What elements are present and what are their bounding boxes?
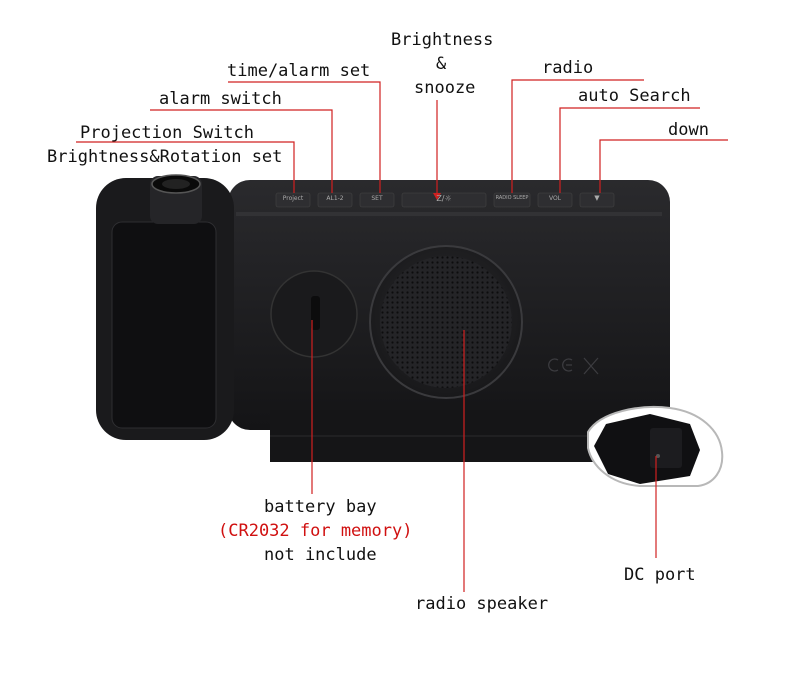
button-label-project: Project — [282, 195, 304, 202]
label-brightness-rotation: Brightness&Rotation set — [47, 147, 283, 167]
label-brightness: Brightness — [391, 30, 494, 50]
label-dc-port: DC port — [624, 565, 696, 585]
label-battery-note: (CR2032 for memory) — [218, 521, 413, 541]
button-label-vol: VOL — [548, 195, 562, 202]
dc-port-inset — [587, 406, 724, 487]
label-auto-search: auto Search — [578, 86, 691, 106]
button-label-set: SET — [371, 195, 383, 202]
label-snooze: snooze — [414, 78, 476, 98]
label-alarm-switch: alarm switch — [159, 89, 282, 109]
label-projection-switch: Projection Switch — [80, 123, 254, 143]
label-time-alarm-set: time/alarm set — [227, 61, 371, 81]
button-strip — [275, 192, 615, 208]
button-label-down: ▼ — [594, 194, 600, 202]
button-label-snooze: Z/☼ — [436, 194, 452, 203]
button-label-al: AL1-2 — [326, 195, 344, 202]
label-ampersand: & — [436, 54, 447, 74]
label-down: down — [668, 120, 709, 140]
ce-marks — [548, 357, 599, 375]
label-radio-speaker: radio speaker — [415, 594, 549, 614]
label-battery-bay: battery bay — [264, 497, 377, 517]
button-label-radio: RADIO SLEEP — [495, 195, 529, 201]
label-not-include: not include — [264, 545, 377, 565]
label-radio: radio — [542, 58, 594, 78]
